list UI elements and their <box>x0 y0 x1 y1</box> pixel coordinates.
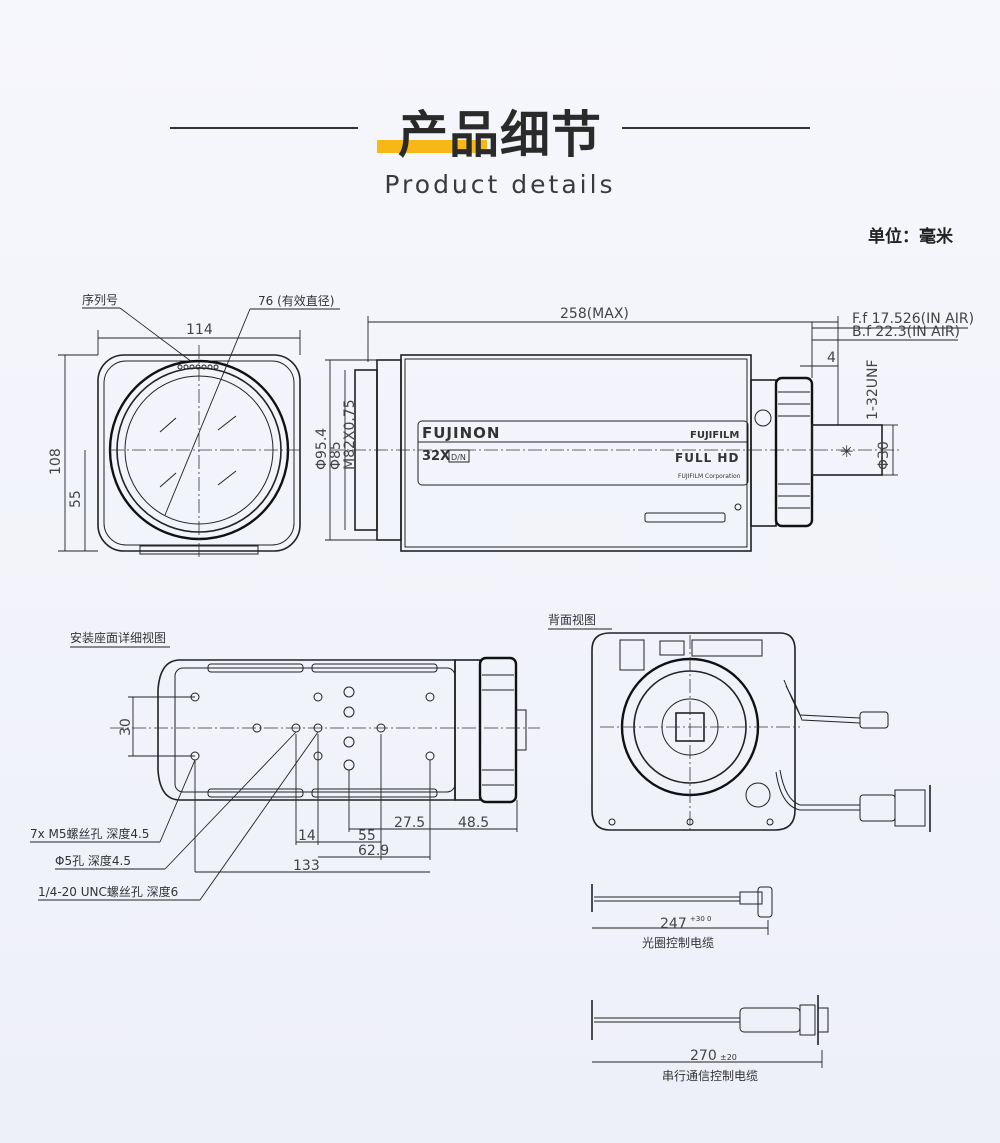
title-rule-left <box>170 127 358 129</box>
page-title: 产品细节 <box>398 106 602 164</box>
title-highlight <box>377 140 487 153</box>
serial-cable: 270 ±20 串行通信控制电缆 <box>591 995 829 1083</box>
mount-dim-485: 48.5 <box>458 815 489 831</box>
effective-diameter-label: 76 (有效直径) <box>258 293 334 308</box>
side-view: FUJINON FUJIFILM 32X D/N FULL HD FUJIFIL… <box>314 306 974 552</box>
mount-dim-133: 133 <box>293 858 320 874</box>
iris-cable-name: 光圈控制电缆 <box>642 936 714 950</box>
page-subtitle: Product details <box>384 170 616 199</box>
serial-cable-length: 270 <box>690 1048 717 1064</box>
brand-fujinon: FUJINON <box>422 424 500 442</box>
unit-label: 单位：毫米 <box>868 227 953 247</box>
back-view: 背面视图 <box>548 612 931 832</box>
note-unc: 1/4-20 UNC螺丝孔 深度6 <box>38 884 178 899</box>
front-height-dim: 108 <box>48 448 64 475</box>
title-rule-right <box>622 127 810 129</box>
mount-holes <box>190 686 435 771</box>
mount-view-title: 安装座面详细视图 <box>70 630 166 645</box>
dim-4: 4 <box>827 350 836 366</box>
corp-label: FUJIFILM Corporation <box>678 473 741 480</box>
thread-dim: 1-32UNF <box>865 359 881 420</box>
mount-dim-14: 14 <box>298 828 316 844</box>
c-mount <box>811 424 883 476</box>
label-plate <box>417 420 749 486</box>
iris-cable-length: 247 <box>660 916 687 932</box>
length-dim: 258(MAX) <box>560 306 629 322</box>
serial-dots <box>177 364 219 370</box>
iris-cable: 247 +30 0 光圈控制电缆 <box>591 884 773 950</box>
dia-85-dim: Φ85 <box>328 441 344 470</box>
serial-cable-name: 串行通信控制电缆 <box>662 1069 758 1083</box>
dia-30-dim: Φ30 <box>876 441 892 470</box>
brand-fujifilm: FUJIFILM <box>690 430 739 441</box>
back-body <box>591 632 796 831</box>
serial-cable-tol: ±20 <box>720 1053 737 1062</box>
dn-label: D/N <box>451 453 466 462</box>
mount-rear <box>454 659 481 801</box>
fullhd-label: FULL HD <box>675 451 739 465</box>
note-m5: 7x M5螺丝孔 深度4.5 <box>30 826 149 841</box>
mount-dim-275: 27.5 <box>394 815 425 831</box>
back-view-title: 背面视图 <box>548 612 596 627</box>
rear-ring <box>774 376 814 528</box>
back-focal-dim: B.f 22.3(IN AIR) <box>852 324 960 340</box>
iris-cable-tol: +30 0 <box>690 915 711 923</box>
zoom-label: 32X <box>422 449 450 464</box>
dia-95-dim: Φ95.4 <box>314 428 330 470</box>
mount-dim-30: 30 <box>118 718 134 736</box>
mount-dim-629: 62.9 <box>358 843 389 859</box>
serial-connector <box>859 794 896 822</box>
front-width-dim: 114 <box>186 322 213 338</box>
mount-dim-55: 55 <box>358 828 376 844</box>
front-base <box>139 545 259 555</box>
rear-screw <box>754 409 772 427</box>
front-view: 序列号 76 (有效直径) 114 108 55 <box>48 292 340 560</box>
flange-focal-dim: F.f 17.526(IN AIR) <box>852 311 974 327</box>
iris-connector <box>859 711 889 729</box>
slot <box>644 512 726 523</box>
mount-body <box>157 659 456 801</box>
front-inner-dim: 55 <box>68 490 84 508</box>
serial-number-label: 序列号 <box>82 292 118 307</box>
mount-view: 安装座面详细视图 30 <box>30 630 540 901</box>
rear-housing <box>750 379 777 527</box>
note-hole: Φ5孔 深度4.5 <box>55 853 131 868</box>
mount-ring <box>478 656 518 804</box>
svg-text:✳: ✳ <box>840 442 853 461</box>
mount-thread-dim: M82X0.75 <box>342 399 358 470</box>
